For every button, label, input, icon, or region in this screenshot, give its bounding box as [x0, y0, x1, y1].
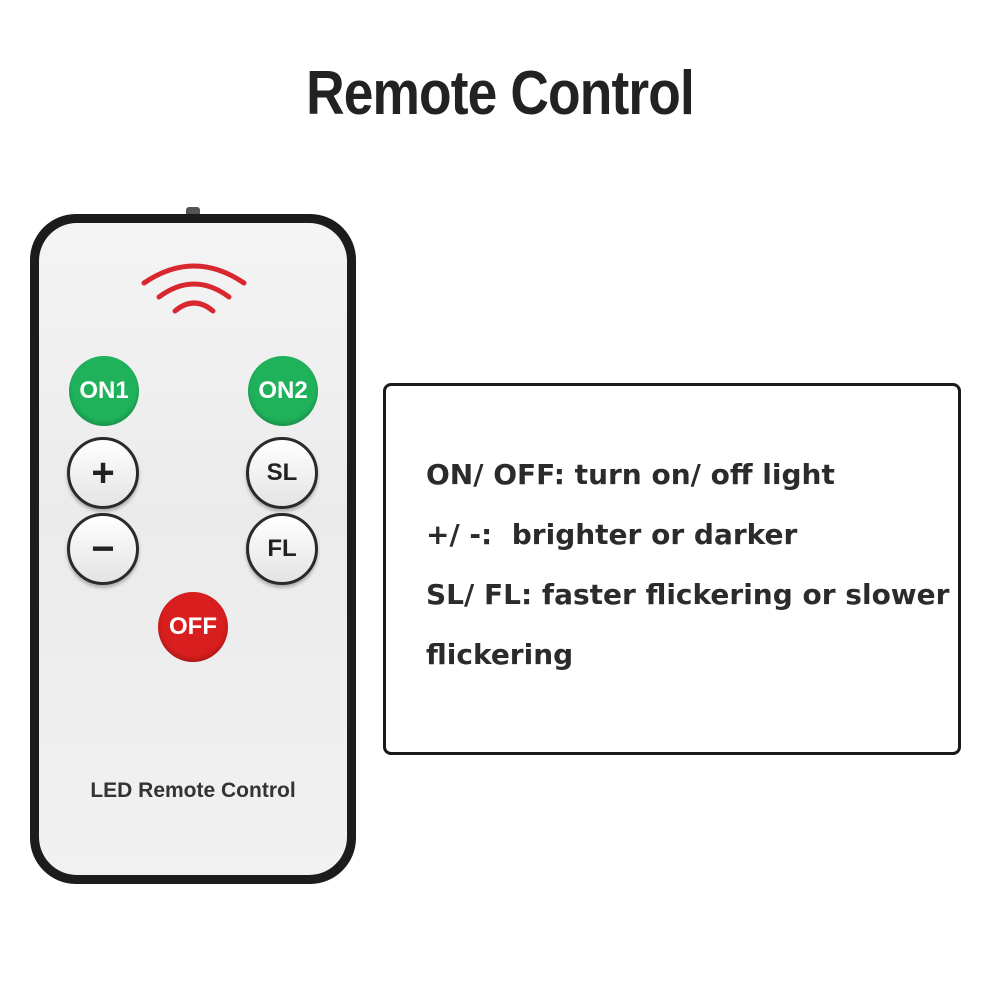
- page-title: Remote Control: [306, 59, 695, 128]
- instructions-box: ON/ OFF: turn on/ off light +/ -: bright…: [383, 383, 961, 755]
- instruction-brightness: +/ -: brighter or darker: [426, 518, 798, 551]
- brightness-down-button[interactable]: −: [67, 513, 139, 585]
- remote-antenna: [186, 207, 200, 217]
- on2-button[interactable]: ON2: [248, 356, 318, 426]
- instruction-flicker-continued: flickering: [426, 638, 574, 671]
- remote-control: ON1 ON2 + SL − FL OFF LED Remote Control: [30, 214, 356, 884]
- on1-button[interactable]: ON1: [69, 356, 139, 426]
- remote-face: ON1 ON2 + SL − FL OFF LED Remote Control: [39, 223, 347, 875]
- sl-button[interactable]: SL: [246, 437, 318, 509]
- minus-icon: −: [91, 527, 115, 571]
- remote-brand-label: LED Remote Control: [90, 779, 296, 802]
- plus-icon: +: [91, 451, 115, 495]
- off-button[interactable]: OFF: [158, 592, 228, 662]
- fl-button[interactable]: FL: [246, 513, 318, 585]
- ir-signal-icon: [141, 263, 247, 314]
- instruction-flicker: SL/ FL: faster flickering or slower: [426, 578, 950, 611]
- instruction-on-off: ON/ OFF: turn on/ off light: [426, 458, 835, 491]
- brightness-up-button[interactable]: +: [67, 437, 139, 509]
